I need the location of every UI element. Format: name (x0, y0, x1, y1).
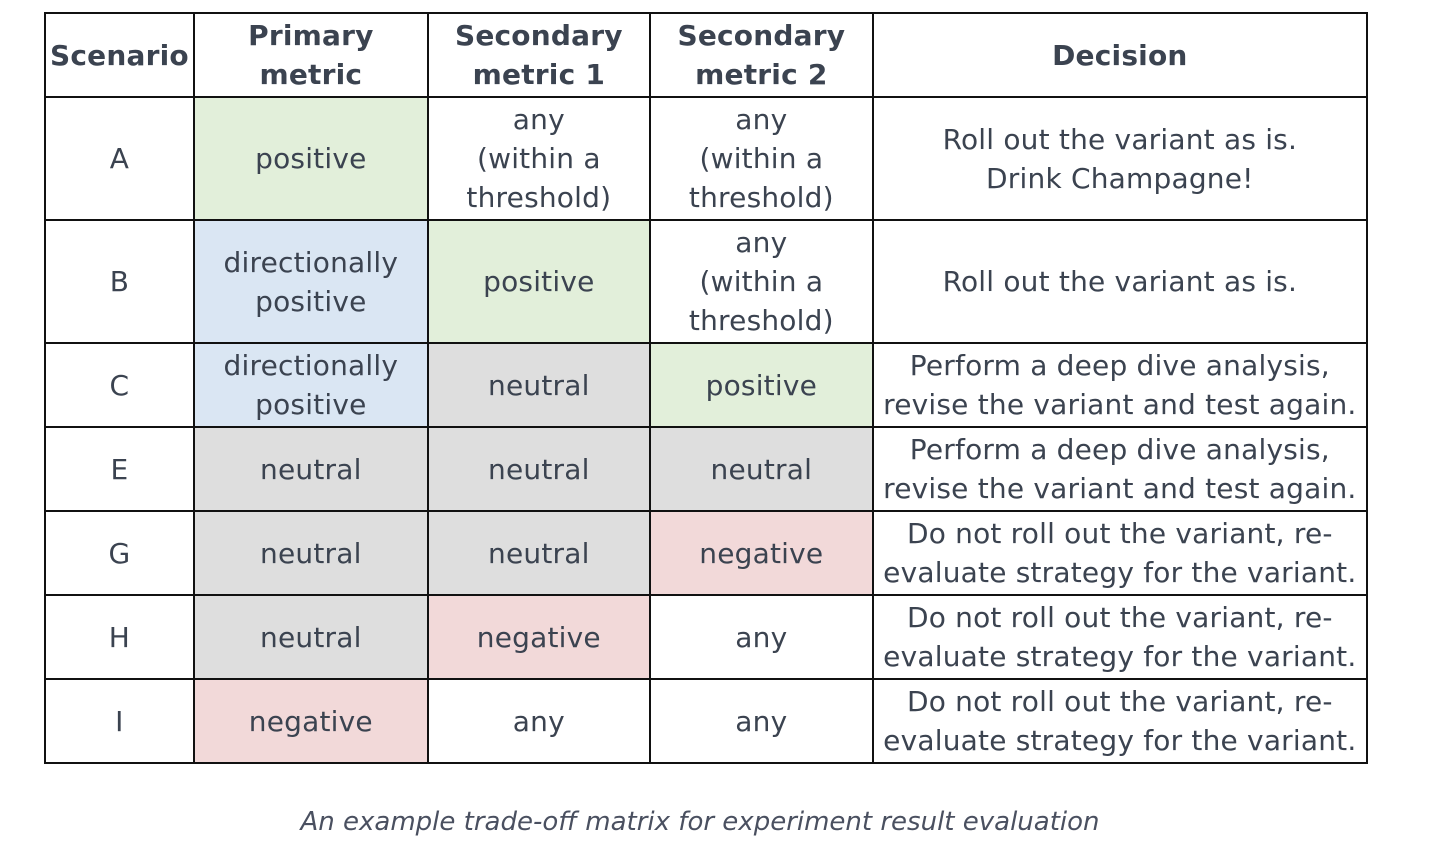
table-row: G neutral neutral negative Do not roll o… (44, 510, 1368, 596)
secondary-metric-1-cell: any (426, 678, 651, 764)
table-row: A positive any (within a threshold) any … (44, 96, 1368, 221)
primary-metric-cell: negative (192, 678, 429, 764)
secondary-metric-2-cell: any (648, 678, 874, 764)
header-scenario: Scenario (44, 12, 195, 98)
secondary-metric-1-cell: negative (426, 594, 651, 680)
primary-metric-cell: directionally positive (192, 342, 429, 428)
decision-cell: Perform a deep dive analysis, revise the… (871, 342, 1368, 428)
header-decision: Decision (871, 12, 1368, 98)
scenario-cell: C (44, 342, 195, 428)
secondary-metric-1-cell: neutral (426, 342, 651, 428)
scenario-cell: B (44, 219, 195, 344)
primary-metric-cell: directionally positive (192, 219, 429, 344)
secondary-metric-2-cell: any (within a threshold) (648, 96, 874, 221)
header-row: Scenario Primary metric Secondary metric… (44, 12, 1368, 98)
secondary-metric-1-cell: neutral (426, 510, 651, 596)
decision-cell: Do not roll out the variant, re- evaluat… (871, 678, 1368, 764)
table-caption: An example trade-off matrix for experime… (300, 807, 1100, 837)
secondary-metric-1-cell: neutral (426, 426, 651, 512)
secondary-metric-2-cell: any (within a threshold) (648, 219, 874, 344)
secondary-metric-1-cell: any (within a threshold) (426, 96, 651, 221)
secondary-metric-2-cell: negative (648, 510, 874, 596)
primary-metric-cell: neutral (192, 426, 429, 512)
scenario-cell: E (44, 426, 195, 512)
scenario-cell: I (44, 678, 195, 764)
scenario-cell: G (44, 510, 195, 596)
header-secondary-metric-2: Secondary metric 2 (648, 12, 874, 98)
scenario-cell: H (44, 594, 195, 680)
table-row: C directionally positive neutral positiv… (44, 342, 1368, 428)
secondary-metric-2-cell: positive (648, 342, 874, 428)
scenario-cell: A (44, 96, 195, 221)
primary-metric-cell: positive (192, 96, 429, 221)
decision-cell: Roll out the variant as is. Drink Champa… (871, 96, 1368, 221)
trade-off-matrix: Scenario Primary metric Secondary metric… (44, 12, 1368, 764)
secondary-metric-1-cell: positive (426, 219, 651, 344)
decision-cell: Perform a deep dive analysis, revise the… (871, 426, 1368, 512)
primary-metric-cell: neutral (192, 510, 429, 596)
table-row: B directionally positive positive any (w… (44, 219, 1368, 344)
header-secondary-metric-1: Secondary metric 1 (426, 12, 651, 98)
secondary-metric-2-cell: any (648, 594, 874, 680)
secondary-metric-2-cell: neutral (648, 426, 874, 512)
table-row: E neutral neutral neutral Perform a deep… (44, 426, 1368, 512)
primary-metric-cell: neutral (192, 594, 429, 680)
decision-cell: Roll out the variant as is. (871, 219, 1368, 344)
decision-cell: Do not roll out the variant, re- evaluat… (871, 594, 1368, 680)
table-row: H neutral negative any Do not roll out t… (44, 594, 1368, 680)
header-primary-metric: Primary metric (192, 12, 429, 98)
decision-cell: Do not roll out the variant, re- evaluat… (871, 510, 1368, 596)
table-row: I negative any any Do not roll out the v… (44, 678, 1368, 764)
